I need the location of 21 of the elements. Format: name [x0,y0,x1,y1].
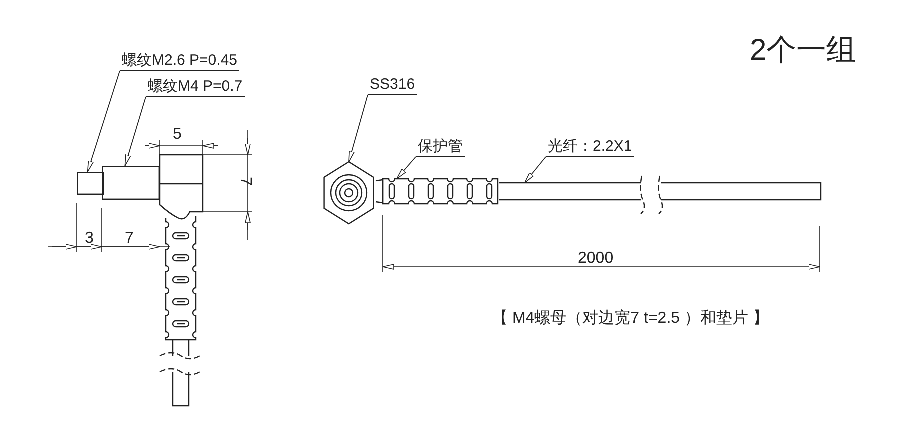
callout-text: 螺纹M2.6 P=0.45 [120,52,240,71]
callout-text: 保护管 [416,138,465,157]
leader-line [524,156,546,184]
protective-tube-drawing [383,178,499,205]
callout-text: 光纤：2.2X1 [546,138,634,157]
optical-fiber [499,176,822,216]
thread-tip [77,172,104,195]
dimension-value: 7 [125,230,134,247]
leader-line [396,156,416,180]
dimension-value: 3 [85,230,94,247]
threaded-shaft [102,166,160,200]
note-text: 【 M4螺母（对边宽7 t=2.5 ）和垫片 】 [492,310,769,327]
leader-line [124,96,146,166]
title: 2个一组 [750,34,857,68]
callout-text: SS316 [368,76,418,95]
leader-line [348,94,368,163]
dimension-value: 7 [237,177,254,186]
dimension-value: 5 [173,126,182,143]
dimension-value: 2000 [578,250,614,267]
callout-text: 螺纹M4 P=0.7 [146,78,245,97]
leader-line [87,70,120,172]
